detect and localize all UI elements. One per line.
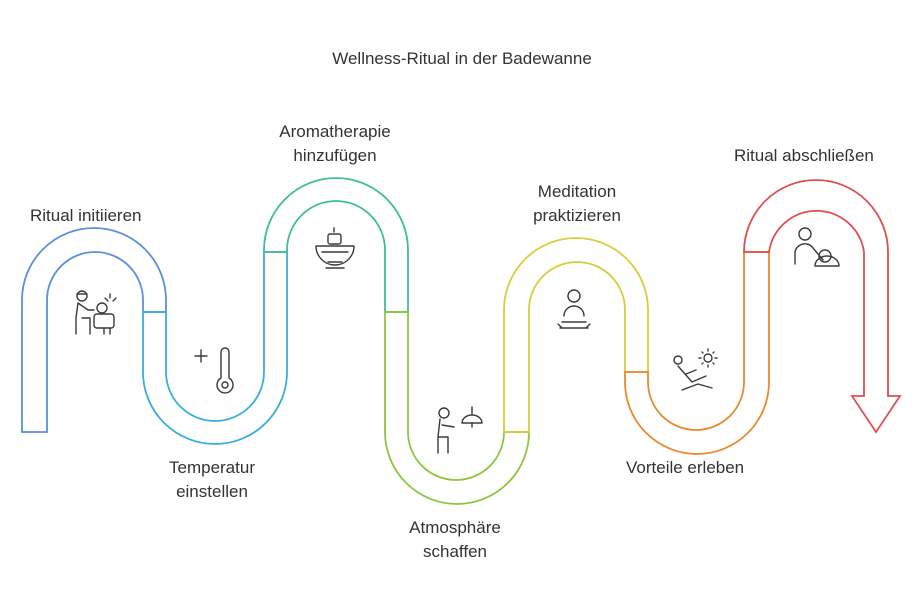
thermometer-icon bbox=[194, 347, 234, 394]
person-with-lamp-icon bbox=[437, 406, 483, 454]
path-segment-ritual-initiieren bbox=[21, 227, 167, 433]
step-label-meditation: Meditation praktizieren bbox=[533, 182, 621, 225]
path-segment-aromatherapie bbox=[263, 177, 409, 313]
person-preparing-bath-icon bbox=[75, 290, 117, 335]
path-segment-vorteile bbox=[624, 251, 770, 455]
meditating-person-icon bbox=[557, 289, 591, 329]
path-segment-atmosphaere bbox=[384, 311, 530, 505]
step-label-vorteile: Vorteile erleben bbox=[626, 458, 745, 477]
path-segment-meditation bbox=[503, 237, 649, 433]
relaxing-person-sun-icon bbox=[673, 348, 718, 391]
path-segment-ritual-abschliessen bbox=[743, 179, 902, 434]
step-label-ritual-abschliessen: Ritual abschließen bbox=[734, 146, 874, 165]
diagram-title: Wellness-Ritual in der Badewanne bbox=[332, 49, 592, 68]
aroma-diffuser-icon bbox=[315, 227, 355, 269]
step-label-temperatur-einstellen: Temperatur einstellen bbox=[169, 458, 255, 501]
step-label-atmosphaere: Atmosphäre schaffen bbox=[409, 518, 501, 561]
step-label-ritual-initiieren: Ritual initiieren bbox=[30, 206, 142, 225]
path-segment-temperatur-einstellen bbox=[142, 251, 288, 445]
step-label-aromatherapie: Aromatherapie hinzufügen bbox=[279, 122, 391, 165]
person-with-towel-icon bbox=[794, 227, 840, 267]
